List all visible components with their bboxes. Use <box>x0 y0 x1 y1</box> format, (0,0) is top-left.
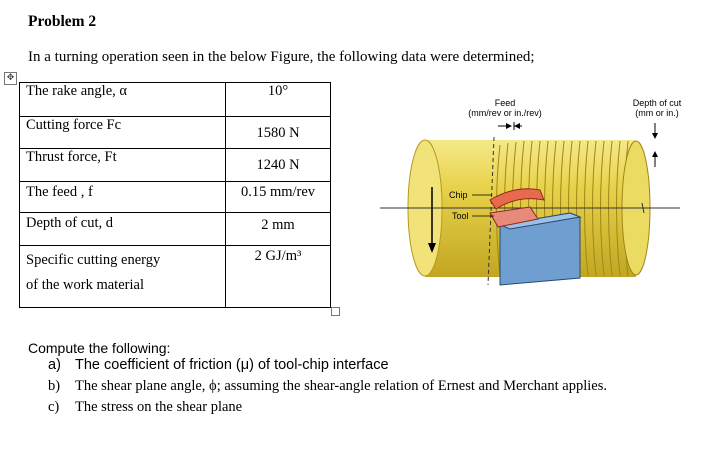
depth-label-text: Depth of cut <box>632 98 682 108</box>
rotation-arrow-head <box>428 243 436 253</box>
table-row: Cutting force Fc 1580 N <box>19 116 331 149</box>
depth-units-text: (mm or in.) <box>635 108 679 118</box>
depth-arrow-bottom-head <box>652 151 658 157</box>
row-label: Thrust force, Ft <box>19 148 226 182</box>
table-move-handle-icon[interactable]: ✥ <box>4 72 17 85</box>
feed-label: Feed (mm/rev or in./rev) <box>452 98 558 118</box>
row-label: Cutting force Fc <box>19 116 226 149</box>
depth-arrow-top-head <box>652 133 658 139</box>
row-label-line2: of the work material <box>26 277 144 293</box>
chip-label: Chip <box>449 190 468 200</box>
tool-label: Tool <box>452 211 469 221</box>
problem-title: Problem 2 <box>28 13 97 30</box>
feed-arrow-right-head <box>514 123 520 129</box>
question-text: The coefficient of friction (μ) of tool-… <box>75 357 389 373</box>
row-label-line1: Specific cutting energy <box>26 252 161 268</box>
tool-insert <box>489 206 539 228</box>
row-label: Depth of cut, d <box>19 212 226 246</box>
row-value: 1580 N <box>225 116 331 149</box>
cut-line <box>487 136 495 286</box>
row-value: 2 mm <box>225 212 331 246</box>
data-table: The rake angle, α 10° Cutting force Fc 1… <box>19 82 331 308</box>
question-letter: a) <box>48 357 61 373</box>
question-text: The stress on the shear plane <box>75 399 243 415</box>
centerline-mark <box>640 202 648 214</box>
question-letter: b) <box>48 378 61 394</box>
feed-arrow-left-head <box>506 123 512 129</box>
question-text: The shear plane angle, ϕ; assuming the s… <box>75 378 607 394</box>
row-value: 0.15 mm/rev <box>225 181 331 213</box>
table-row: Depth of cut, d 2 mm <box>19 212 331 246</box>
turning-figure <box>380 122 680 286</box>
row-label: The rake angle, α <box>19 82 226 117</box>
chip <box>489 188 545 210</box>
row-label: The feed , f <box>19 181 226 213</box>
list-item: a) The coefficient of friction (μ) of too… <box>48 357 607 378</box>
feed-label-text: Feed <box>494 98 516 108</box>
problem-intro: In a turning operation seen in the below… <box>28 49 535 65</box>
row-label: Specific cutting energy of the work mate… <box>19 245 226 308</box>
tool-top <box>498 212 582 230</box>
list-item: b) The shear plane angle, ϕ; assuming the… <box>48 378 607 399</box>
table-resize-handle[interactable] <box>331 307 340 316</box>
depth-label: Depth of cut (mm or in.) <box>619 98 695 118</box>
row-value: 2 GJ/m³ <box>225 245 331 308</box>
table-row: Thrust force, Ft 1240 N <box>19 148 331 182</box>
feed-units-text: (mm/rev or in./rev) <box>468 108 542 118</box>
compute-heading: Compute the following: <box>28 340 171 356</box>
question-letter: c) <box>48 399 60 415</box>
list-item: c) The stress on the shear plane <box>48 399 607 420</box>
row-value: 1240 N <box>225 148 331 182</box>
row-value: 10° <box>225 82 331 117</box>
question-list: a) The coefficient of friction (μ) of too… <box>48 357 607 420</box>
table-row: The rake angle, α 10° <box>19 82 331 117</box>
table-row: Specific cutting energy of the work mate… <box>19 245 331 308</box>
table-row: The feed , f 0.15 mm/rev <box>19 181 331 213</box>
